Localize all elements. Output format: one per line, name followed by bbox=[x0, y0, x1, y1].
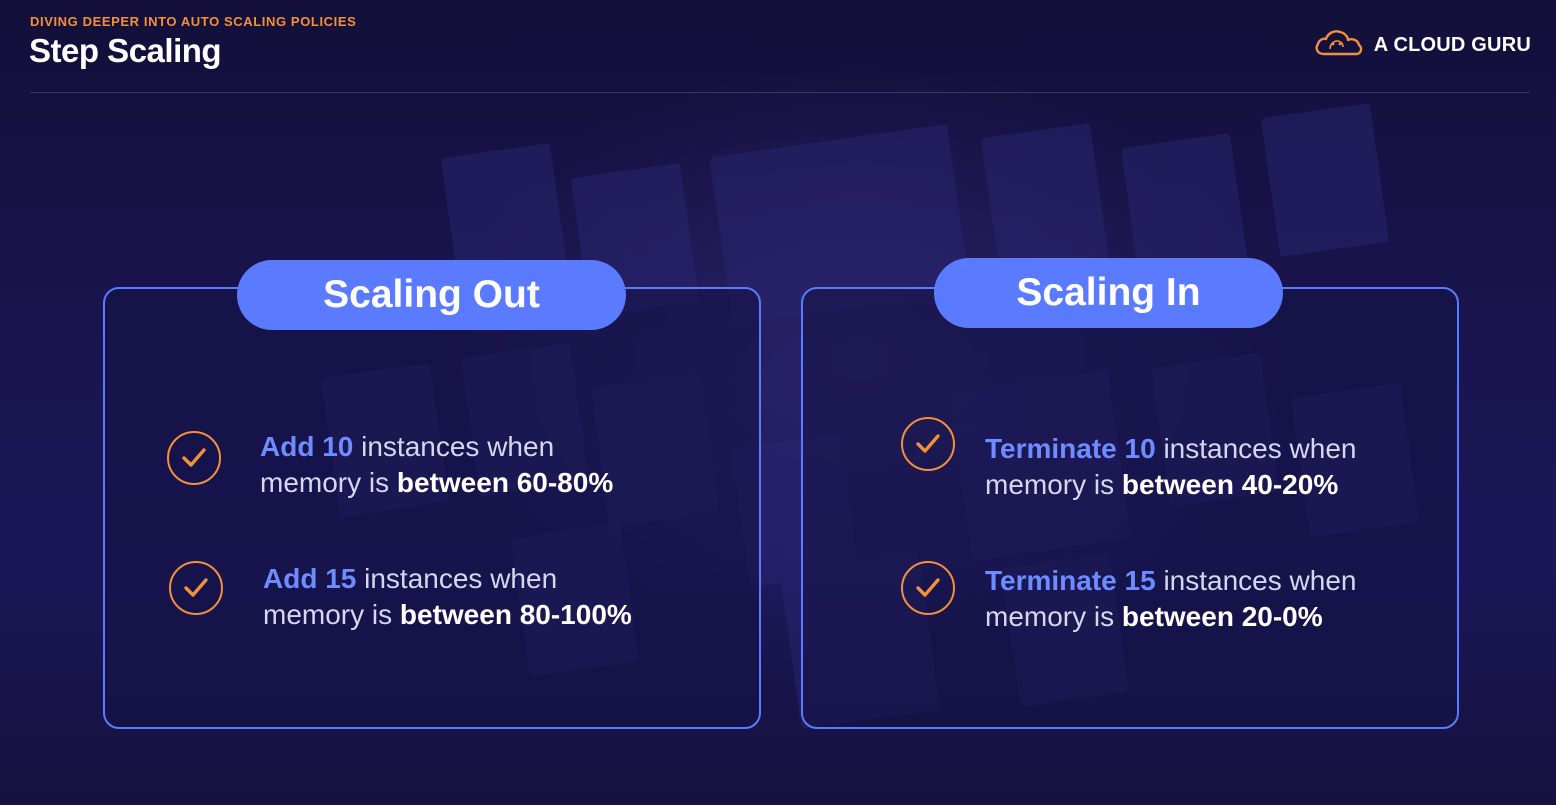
scaling-out-item-2: Add 15 instances when memory is between … bbox=[263, 561, 632, 633]
item-range: between 80-100% bbox=[399, 599, 632, 630]
item-line-2: memory is between 80-100% bbox=[263, 597, 632, 633]
item-range: between 40-20% bbox=[1121, 469, 1339, 500]
item-action: Terminate 10 bbox=[985, 433, 1156, 464]
scaling-in-title: Scaling In bbox=[934, 258, 1283, 328]
section-eyebrow: DIVING DEEPER INTO AUTO SCALING POLICIES bbox=[30, 14, 357, 29]
brand-logo: A CLOUD GURU bbox=[1312, 27, 1531, 64]
item-middle: instances when bbox=[353, 431, 555, 462]
page-title: Step Scaling bbox=[29, 32, 222, 69]
item-middle: instances when bbox=[1155, 565, 1357, 596]
header-divider bbox=[30, 92, 1530, 93]
item-line-2: memory is between 20-0% bbox=[985, 599, 1356, 635]
brand-name: A CLOUD GURU bbox=[1373, 34, 1531, 56]
mosaic-tile bbox=[1260, 103, 1390, 257]
checkmark-icon bbox=[169, 561, 223, 615]
item-line-1: Add 15 instances when bbox=[263, 561, 632, 597]
item-middle: instances when bbox=[356, 563, 558, 594]
scaling-in-item-1: Terminate 10 instances when memory is be… bbox=[985, 431, 1356, 503]
item-range: between 60-80% bbox=[396, 467, 614, 498]
item-line-1: Add 10 instances when bbox=[260, 429, 613, 465]
item-middle: instances when bbox=[1155, 433, 1357, 464]
item-line-1: Terminate 10 instances when bbox=[985, 431, 1356, 467]
scaling-out-title: Scaling Out bbox=[237, 260, 626, 330]
item-action: Add 10 bbox=[260, 431, 354, 462]
cloud-logo-icon bbox=[1312, 27, 1364, 64]
item-range: between 20-0% bbox=[1121, 601, 1323, 632]
item-line-2: memory is between 40-20% bbox=[985, 467, 1356, 503]
item-prefix: memory is bbox=[985, 469, 1122, 500]
mosaic-tile bbox=[980, 123, 1110, 277]
scaling-out-item-1: Add 10 instances when memory is between … bbox=[260, 429, 613, 501]
checkmark-icon bbox=[167, 431, 221, 485]
checkmark-icon bbox=[901, 561, 955, 615]
scaling-in-item-2: Terminate 15 instances when memory is be… bbox=[985, 563, 1356, 635]
scaling-in-panel bbox=[801, 287, 1459, 729]
item-action: Add 15 bbox=[263, 563, 357, 594]
item-line-1: Terminate 15 instances when bbox=[985, 563, 1356, 599]
item-action: Terminate 15 bbox=[985, 565, 1156, 596]
item-line-2: memory is between 60-80% bbox=[260, 465, 613, 501]
item-prefix: memory is bbox=[260, 467, 397, 498]
scaling-out-panel bbox=[103, 287, 761, 729]
item-prefix: memory is bbox=[985, 601, 1122, 632]
item-prefix: memory is bbox=[263, 599, 400, 630]
checkmark-icon bbox=[901, 417, 955, 471]
